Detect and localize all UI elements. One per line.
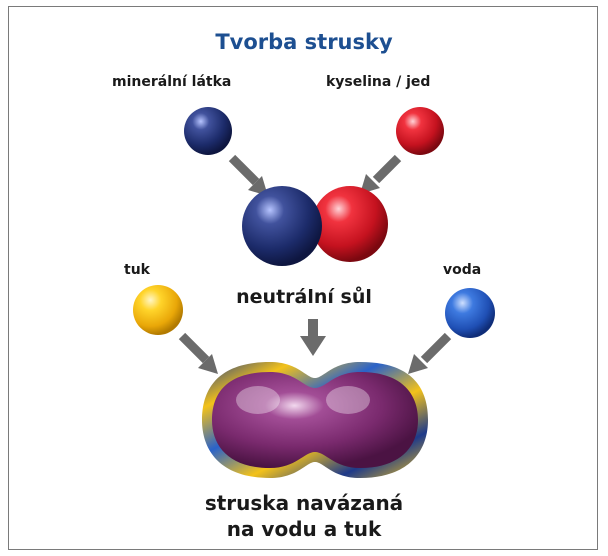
arrow-neutral-salt [300, 319, 326, 356]
label-acid: kyselina / jed [326, 74, 431, 90]
acid-sphere [396, 107, 444, 155]
label-fat: tuk [124, 262, 150, 278]
fat-sphere [133, 285, 183, 335]
label-neutral-salt: neutrální sůl [236, 286, 372, 308]
arrow-fat [178, 332, 218, 374]
mineral-sphere [184, 107, 232, 155]
arrow-acid [360, 154, 402, 194]
diagram-title: Tvorba strusky [215, 30, 393, 54]
slag-label-line2: na vodu a tuk [226, 517, 382, 541]
arrow-mineral [228, 154, 268, 196]
arrow-water [408, 332, 452, 374]
salt-mineral-sphere [242, 186, 322, 266]
slag-label: struska navázaná na vodu a tuk [0, 490, 608, 542]
label-mineral: minerální látka [112, 74, 232, 90]
label-water: voda [443, 262, 482, 278]
slag-label-line1: struska navázaná [204, 491, 404, 515]
water-sphere [445, 288, 495, 338]
salt-acid-sphere [312, 186, 388, 262]
slag-molecule [202, 362, 428, 478]
